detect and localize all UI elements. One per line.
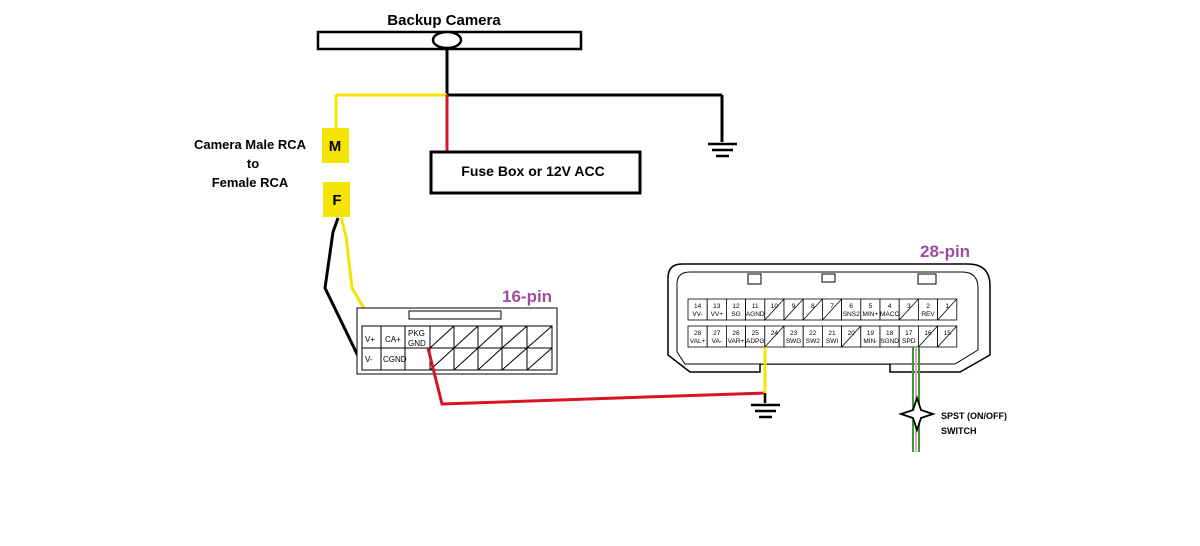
pin28-unused-7 bbox=[822, 298, 842, 321]
pin28-number-9: 9 bbox=[792, 303, 796, 310]
rca-female-plug bbox=[323, 182, 350, 217]
camera-title: Backup Camera bbox=[387, 12, 501, 29]
spst-switch-icon bbox=[898, 395, 936, 433]
rca-caption-line2: to bbox=[247, 156, 259, 171]
pin28-number-14: 14 bbox=[694, 303, 702, 310]
pin28-number-1: 1 bbox=[945, 303, 949, 310]
pin28-name-23: SWG bbox=[786, 338, 802, 345]
connector28-key-right bbox=[917, 273, 937, 285]
pin16-vminus: V- bbox=[365, 355, 373, 364]
pin28-number-25: 25 bbox=[752, 330, 760, 337]
pin28-name-19: MIN- bbox=[863, 338, 877, 345]
pin28-number-22: 22 bbox=[809, 330, 817, 337]
pin28-number-26: 26 bbox=[732, 330, 740, 337]
rca-female-label: F bbox=[332, 192, 341, 209]
pin16-vplus: V+ bbox=[365, 335, 375, 344]
pin28-number-23: 23 bbox=[790, 330, 798, 337]
connector16-unused-pins bbox=[429, 325, 553, 371]
pin28-unused-8 bbox=[802, 298, 823, 321]
pin28-name-27: VA- bbox=[712, 338, 722, 345]
pin28-name-21: SWI bbox=[826, 338, 838, 345]
connector16: V+ V- CA+ CGND PKG GND bbox=[356, 307, 558, 375]
pin28-number-21: 21 bbox=[828, 330, 836, 337]
pin28-unused-1 bbox=[937, 298, 958, 321]
connector28-key-mid bbox=[821, 273, 836, 283]
pin28-name-14: VV- bbox=[692, 311, 702, 318]
pin28-unused-24 bbox=[764, 325, 785, 348]
rca-male-plug bbox=[322, 128, 349, 163]
rca-caption-line1: Camera Male RCA bbox=[194, 137, 307, 152]
connector16-title: 16-pin bbox=[502, 287, 552, 306]
pin28-number-16: 16 bbox=[924, 330, 932, 337]
pin16-pkg-gnd: GND bbox=[408, 339, 426, 348]
pin28-unused-15 bbox=[937, 325, 958, 348]
pin28-name-17: SPD bbox=[902, 338, 916, 345]
pin16-cgnd: CGND bbox=[383, 355, 407, 364]
pin28-number-4: 4 bbox=[888, 303, 892, 310]
fuse-label: Fuse Box or 12V ACC bbox=[461, 163, 604, 179]
camera-lens bbox=[431, 30, 463, 50]
pin28-unused-10 bbox=[764, 298, 785, 321]
pin28-name-12: SG bbox=[731, 311, 740, 318]
pin28-name-11: AGND bbox=[746, 311, 765, 318]
pin28-number-3: 3 bbox=[907, 303, 911, 310]
pin28-name-28: VAL+ bbox=[690, 338, 706, 345]
pin28-unused-9 bbox=[783, 298, 804, 321]
connector16-key bbox=[408, 310, 502, 320]
ground-icon-camera bbox=[708, 142, 737, 158]
pin28-unused-3 bbox=[898, 298, 919, 321]
fuse-box bbox=[429, 150, 642, 195]
pin28-number-8: 8 bbox=[811, 303, 815, 310]
pin28-number-13: 13 bbox=[713, 303, 721, 310]
pin28-number-28: 28 bbox=[694, 330, 702, 337]
rca-caption-line3: Female RCA bbox=[212, 175, 289, 190]
pin28-number-5: 5 bbox=[869, 303, 873, 310]
pin28-name-4: MACC bbox=[880, 311, 899, 318]
switch-label-line1: SPST (ON/OFF) bbox=[941, 411, 1007, 421]
pin28-name-5: MIN+ bbox=[863, 311, 879, 318]
rca-ground-wire bbox=[323, 217, 360, 357]
pin28-number-18: 18 bbox=[886, 330, 894, 337]
pin16-pkg: PKG bbox=[408, 329, 425, 338]
pin28-name-2: REV bbox=[921, 311, 935, 318]
pin28-unused-20 bbox=[841, 325, 862, 348]
switch-label-line2: SWITCH bbox=[941, 426, 977, 436]
pin28-name-26: VAR+ bbox=[728, 338, 745, 345]
pin28-unused-16 bbox=[918, 325, 938, 348]
pin16-caplus: CA+ bbox=[385, 335, 401, 344]
connector28-key-left bbox=[747, 273, 762, 285]
camera-wires bbox=[334, 48, 724, 152]
pin28-number-6: 6 bbox=[849, 303, 853, 310]
pin28-name-13: VV+ bbox=[711, 311, 724, 318]
connector28-title: 28-pin bbox=[920, 242, 970, 261]
pin28-number-17: 17 bbox=[905, 330, 913, 337]
pin28-number-19: 19 bbox=[867, 330, 875, 337]
pin28-number-20: 20 bbox=[848, 330, 856, 337]
pin28-name-6: SNS2 bbox=[843, 311, 860, 318]
pin28-number-24: 24 bbox=[771, 330, 779, 337]
pin28-number-10: 10 bbox=[771, 303, 779, 310]
pin28-number-7: 7 bbox=[830, 303, 834, 310]
pin28-number-27: 27 bbox=[713, 330, 721, 337]
pin28-name-22: SW2 bbox=[806, 338, 820, 345]
ground-icon-adpg bbox=[751, 403, 780, 419]
pin28-number-11: 11 bbox=[752, 303, 759, 310]
pin28-number-15: 15 bbox=[944, 330, 952, 337]
pin28-name-18: SGND bbox=[880, 338, 899, 345]
pkg-ground-wire bbox=[426, 347, 766, 406]
pin28-number-12: 12 bbox=[732, 303, 740, 310]
rca-male-label: M bbox=[329, 138, 342, 155]
pin28-number-2: 2 bbox=[926, 303, 930, 310]
pin28-name-25: ADPG bbox=[746, 338, 764, 345]
